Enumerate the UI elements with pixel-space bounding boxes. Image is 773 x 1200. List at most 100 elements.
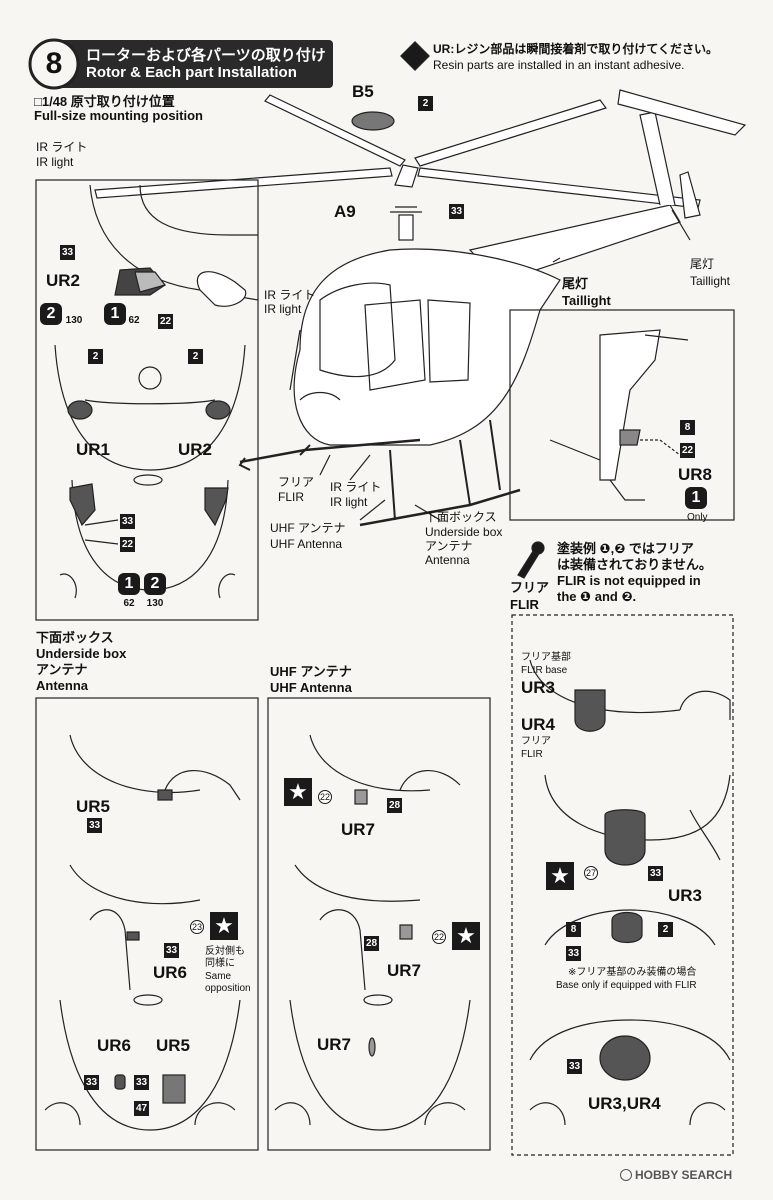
flir-note-en-2: the ❶ and ❷. bbox=[557, 589, 637, 604]
scale-note-jp: □1/48 原寸取り付け位置 bbox=[34, 94, 175, 109]
paint-scheme-icon: 1 bbox=[685, 487, 707, 509]
paint-scheme-icon: 2 bbox=[144, 573, 166, 595]
part-number: 33 bbox=[566, 946, 581, 961]
part-b5-label: B5 bbox=[352, 82, 374, 101]
part-number-circle: 23 bbox=[190, 920, 204, 934]
taillight-title-en: Taillight bbox=[562, 293, 611, 308]
part-a9-label: A9 bbox=[334, 202, 356, 221]
flir-jp: フリア bbox=[521, 736, 551, 747]
flir-base-jp: フリア基部 bbox=[521, 652, 571, 663]
part-number: 2 bbox=[658, 922, 673, 937]
part-number: 28 bbox=[387, 798, 402, 813]
part-number: 33 bbox=[164, 943, 179, 958]
part-number: 47 bbox=[134, 1101, 149, 1116]
only-label: Only bbox=[687, 512, 708, 523]
part-label: UR2 bbox=[178, 440, 213, 459]
paint-number: 130 bbox=[146, 598, 164, 609]
resin-note-en: Resin parts are installed in an instant … bbox=[433, 58, 685, 72]
step-title-jp: ローターおよび各パーツの取り付け bbox=[86, 47, 326, 64]
flir-note-jp-2: は装備されておりません。 bbox=[557, 557, 712, 572]
taillight-label-jp: 尾灯 bbox=[690, 257, 715, 271]
paint-scheme-icon: 2 bbox=[40, 303, 62, 325]
flir-base-en: FLIR base bbox=[521, 665, 568, 676]
underside-label-en: Underside box bbox=[425, 525, 503, 539]
part-number: 8 bbox=[566, 922, 581, 937]
underside-label-jp: 下面ボックス bbox=[425, 510, 497, 524]
part-number: 33 bbox=[134, 1075, 149, 1090]
uhf-title-en: UHF Antenna bbox=[270, 680, 352, 695]
antenna-title-en: Antenna bbox=[36, 678, 88, 693]
part-label: UR4 bbox=[521, 715, 556, 734]
ir-title-jp: IR ライト bbox=[36, 140, 88, 154]
part-number: 33 bbox=[449, 204, 464, 219]
flir-icon-en: FLIR bbox=[510, 597, 539, 612]
paint-scheme-icon: 1 bbox=[104, 303, 126, 325]
part-number: 2 bbox=[88, 349, 103, 364]
ir-label-en: IR light bbox=[264, 302, 302, 316]
opposite-jp-1: 反対側も bbox=[205, 946, 245, 957]
part-label: UR6 bbox=[153, 963, 188, 982]
taillight-label-en: Taillight bbox=[690, 274, 731, 288]
part-label: UR2 bbox=[46, 271, 81, 290]
part-label: UR7 bbox=[387, 961, 422, 980]
step-number: 8 bbox=[45, 47, 63, 80]
antenna-title-jp: アンテナ bbox=[36, 662, 88, 677]
part-number: 28 bbox=[364, 936, 379, 951]
base-only-jp: ※フリア基部のみ装備の場合 bbox=[568, 967, 697, 978]
part-number-circle: 27 bbox=[584, 866, 598, 880]
part-number: 22 bbox=[680, 443, 695, 458]
part-label: UR3 bbox=[521, 678, 556, 697]
paint-number: 62 bbox=[123, 598, 135, 609]
ir2-label-jp: IR ライト bbox=[330, 480, 382, 494]
flir-note-en-1: FLIR is not equipped in bbox=[557, 573, 701, 588]
star-icon: ★ bbox=[546, 862, 574, 890]
paint-scheme-icon: 1 bbox=[118, 573, 140, 595]
part-number: 33 bbox=[120, 514, 135, 529]
part-label: UR8 bbox=[678, 465, 713, 484]
star-icon: ★ bbox=[284, 778, 312, 806]
part-number: 33 bbox=[567, 1059, 582, 1074]
part-number-circle: 22 bbox=[318, 790, 332, 804]
part-number: 22 bbox=[158, 314, 173, 329]
underside-title-jp: 下面ボックス bbox=[36, 630, 114, 645]
antenna-label-en: Antenna bbox=[425, 553, 470, 567]
watermark: HOBBY SEARCH bbox=[620, 1168, 732, 1182]
flir-label-jp: フリア bbox=[278, 475, 315, 489]
uhf-label-en: UHF Antenna bbox=[270, 537, 343, 551]
resin-note-jp: UR:レジン部品は瞬間接着剤で取り付けてください。 bbox=[433, 42, 718, 56]
watermark-text: HOBBY SEARCH bbox=[635, 1168, 733, 1182]
part-number: 33 bbox=[60, 245, 75, 260]
scale-note-en: Full-size mounting position bbox=[34, 108, 203, 123]
part-label: UR5 bbox=[156, 1036, 191, 1055]
part-number: 33 bbox=[87, 818, 102, 833]
taillight-title-jp: 尾灯 bbox=[562, 276, 589, 291]
part-number: 22 bbox=[120, 537, 135, 552]
flir-icon-jp: フリア bbox=[510, 580, 550, 595]
ir2-label-en: IR light bbox=[330, 495, 368, 509]
part-number: 33 bbox=[648, 866, 663, 881]
flir-en: FLIR bbox=[521, 749, 543, 760]
uhf-label-jp: UHF アンテナ bbox=[270, 521, 346, 535]
opposite-en-1: Same bbox=[205, 971, 232, 982]
star-icon: ★ bbox=[452, 922, 480, 950]
paint-number: 130 bbox=[65, 315, 83, 326]
part-label: UR6 bbox=[97, 1036, 132, 1055]
flir-label-en: FLIR bbox=[278, 490, 305, 504]
opposite-en-2: opposition bbox=[205, 983, 251, 994]
part-label: UR1 bbox=[76, 440, 111, 459]
flir-note-jp-1: 塗装例 ❶,❷ ではフリア bbox=[557, 541, 694, 556]
part-number: 2 bbox=[418, 96, 433, 111]
part-label: UR3,UR4 bbox=[588, 1094, 661, 1113]
part-number: 2 bbox=[188, 349, 203, 364]
base-only-en: Base only if equipped with FLIR bbox=[556, 980, 697, 991]
underside-title-en: Underside box bbox=[36, 646, 127, 661]
uhf-title-jp: UHF アンテナ bbox=[270, 664, 352, 679]
part-label: UR5 bbox=[76, 797, 111, 816]
ir-label-jp: IR ライト bbox=[264, 288, 316, 302]
part-label: UR7 bbox=[317, 1035, 352, 1054]
opposite-jp-2: 同様に bbox=[205, 958, 235, 969]
antenna-label-jp: アンテナ bbox=[425, 539, 473, 553]
ir-title-en: IR light bbox=[36, 155, 74, 169]
part-number: 33 bbox=[84, 1075, 99, 1090]
